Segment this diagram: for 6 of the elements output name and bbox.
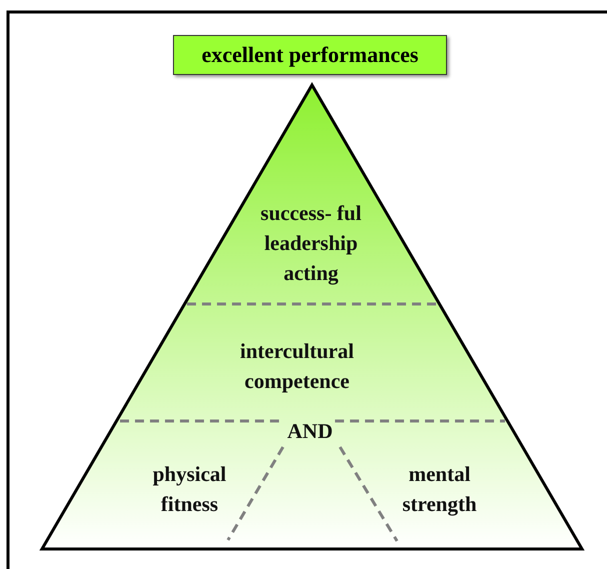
level-label: intercultural competence [239, 338, 355, 395]
connector-label: AND [286, 418, 334, 444]
level-label: mental strength [401, 461, 478, 518]
level-label: success- ful leadership acting [260, 200, 362, 287]
level-label: physical fitness [152, 461, 228, 518]
title-box: excellent performances [173, 35, 447, 75]
